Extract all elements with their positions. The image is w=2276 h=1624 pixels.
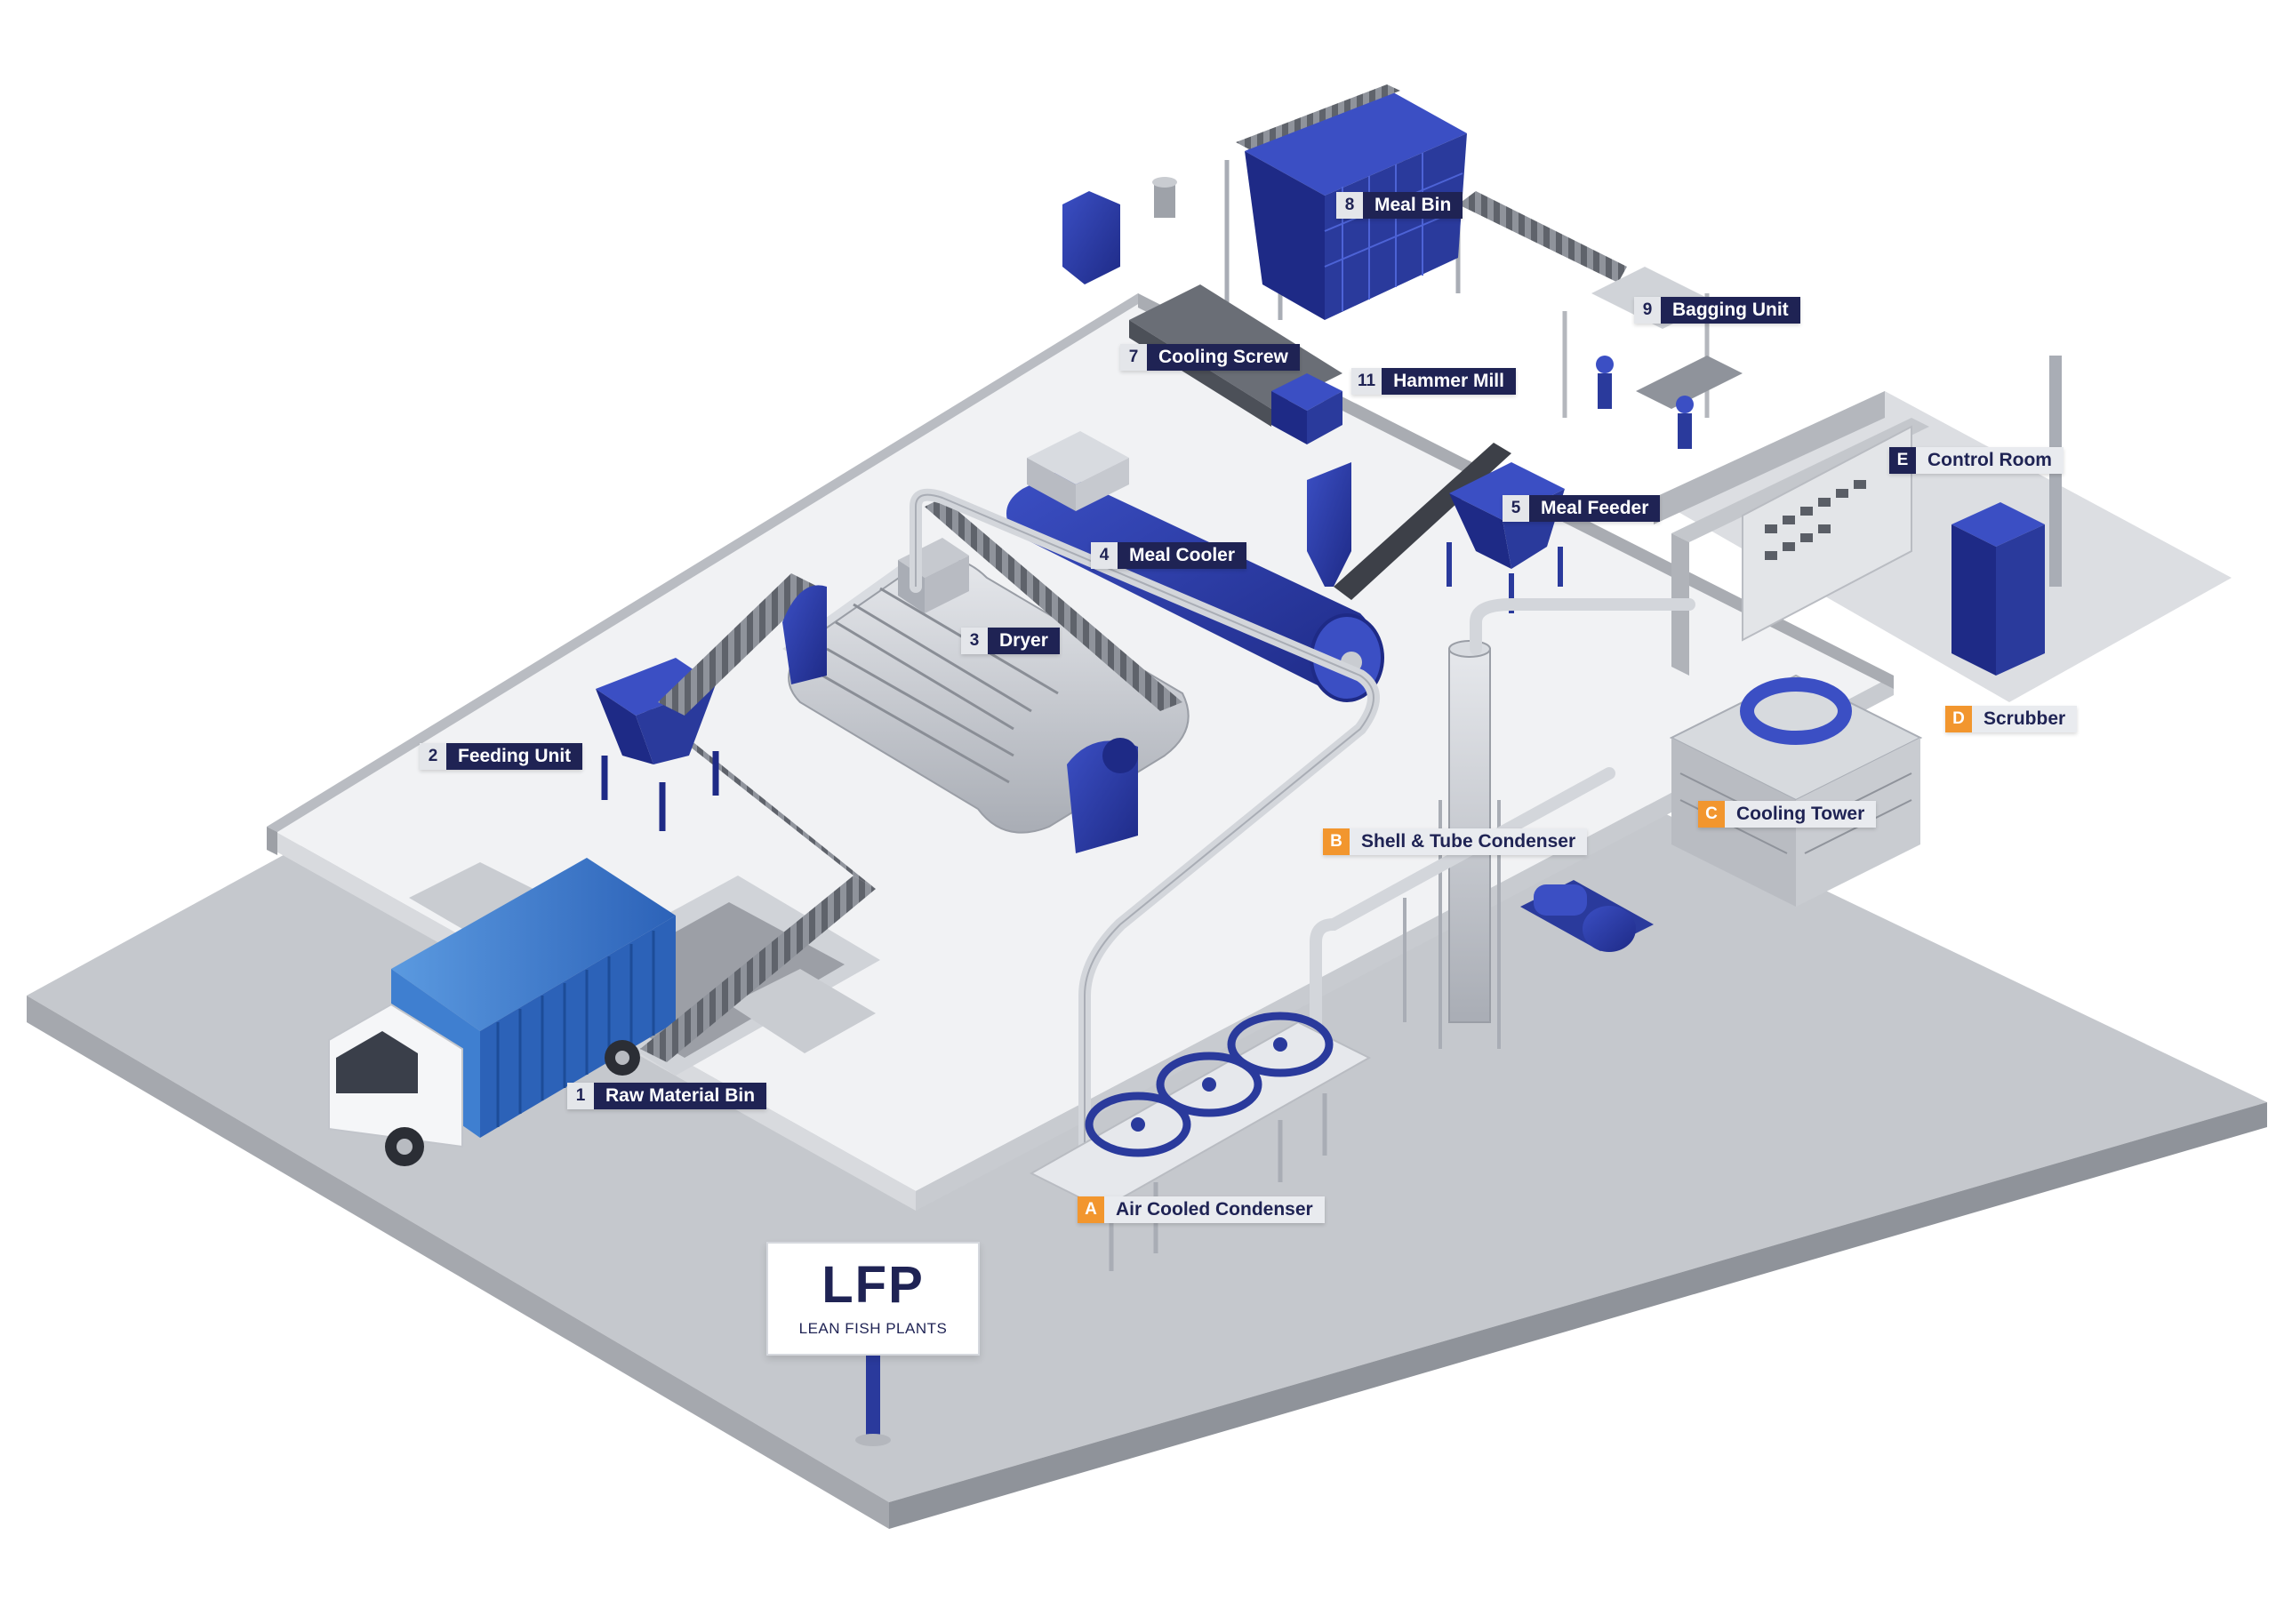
label-text: Raw Material Bin	[594, 1083, 767, 1109]
label-text: Air Cooled Condenser	[1104, 1196, 1325, 1223]
label-dryer: 3 Dryer	[961, 628, 1060, 654]
label-air-cooled-condenser: A Air Cooled Condenser	[1078, 1196, 1325, 1223]
truck	[328, 858, 676, 1166]
badge-c: C	[1698, 801, 1725, 828]
label-text: Scrubber	[1972, 706, 2078, 732]
logo-sign-post	[855, 1356, 891, 1446]
label-bagging-unit: 9 Bagging Unit	[1634, 297, 1800, 324]
logo-wordmark: LFP	[821, 1256, 925, 1314]
badge-5: 5	[1503, 495, 1529, 522]
cyclone	[1307, 462, 1351, 587]
badge-b: B	[1323, 828, 1350, 855]
scrubber	[1951, 356, 2062, 676]
badge-9: 9	[1634, 297, 1661, 324]
feeding-unit	[596, 658, 719, 831]
dryer-feed-conveyor	[658, 573, 818, 716]
badge-11: 11	[1351, 368, 1382, 395]
bagging-unit	[1562, 267, 1743, 449]
label-text: Control Room	[1916, 447, 2064, 474]
label-meal-feeder: 5 Meal Feeder	[1503, 495, 1661, 522]
label-cooling-tower: C Cooling Tower	[1698, 801, 1877, 828]
badge-d: D	[1945, 706, 1972, 732]
label-control-room: E Control Room	[1889, 447, 2064, 474]
label-text: Cooling Tower	[1725, 801, 1877, 828]
badge-7: 7	[1120, 344, 1147, 371]
badge-e: E	[1889, 447, 1916, 474]
lfp-logo-sign: LFP LEAN FISH PLANTS	[766, 1242, 980, 1356]
process-pipes-outline	[915, 493, 1374, 1182]
label-text: Hammer Mill	[1382, 368, 1516, 395]
badge-4: 4	[1091, 542, 1118, 569]
badge-3: 3	[961, 628, 988, 654]
utility-pad	[1654, 391, 2232, 702]
label-feeding-unit: 2 Feeding Unit	[420, 743, 583, 770]
air-cooled-condenser	[1029, 1012, 1372, 1271]
badge-2: 2	[420, 743, 446, 770]
label-text: Cooling Screw	[1147, 344, 1300, 371]
label-raw-material-bin: 1 Raw Material Bin	[567, 1083, 767, 1109]
label-shell-tube-condenser: B Shell & Tube Condenser	[1323, 828, 1588, 855]
label-text: Bagging Unit	[1661, 297, 1800, 324]
label-cooling-screw: 7 Cooling Screw	[1120, 344, 1300, 371]
dryer	[782, 538, 1190, 853]
label-text: Feeding Unit	[446, 743, 583, 770]
cooler-conveyor	[925, 498, 1182, 711]
bagging-conveyor	[1458, 191, 1627, 283]
badge-a: A	[1078, 1196, 1104, 1223]
label-text: Dryer	[988, 628, 1060, 654]
pump	[1520, 880, 1654, 952]
label-text: Meal Feeder	[1529, 495, 1661, 522]
badge-8: 8	[1336, 192, 1363, 219]
logo-subtitle: LEAN FISH PLANTS	[798, 1320, 948, 1337]
meal-bin	[1224, 84, 1467, 320]
label-meal-cooler: 4 Meal Cooler	[1091, 542, 1247, 569]
label-meal-bin: 8 Meal Bin	[1336, 192, 1463, 219]
meal-feeder-conveyor	[1334, 443, 1511, 600]
label-hammer-mill: 11 Hammer Mill	[1351, 368, 1516, 395]
label-scrubber: D Scrubber	[1945, 706, 2078, 732]
hammer-mill	[1271, 373, 1342, 444]
label-text: Shell & Tube Condenser	[1350, 828, 1588, 855]
label-text: Meal Bin	[1363, 192, 1463, 219]
label-text: Meal Cooler	[1118, 542, 1247, 569]
badge-1: 1	[567, 1083, 594, 1109]
